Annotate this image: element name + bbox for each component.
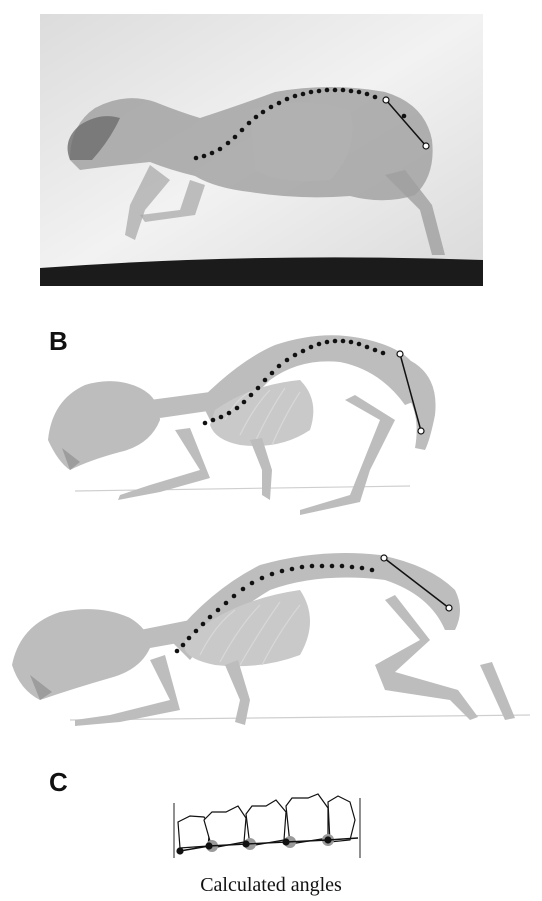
skull-upper xyxy=(48,381,160,470)
pelvis-marker-bottom-lower xyxy=(446,605,452,611)
pelvis-marker-top-lower xyxy=(381,555,387,561)
pelvis-marker-top-upper xyxy=(397,351,403,357)
vertebrae-diagram xyxy=(174,794,360,858)
pelvis-marker-bottom-upper xyxy=(418,428,424,434)
skeleton-upper xyxy=(48,335,436,515)
vertebra-5 xyxy=(328,796,355,842)
forelimb-upper-2 xyxy=(250,438,272,500)
skull-lower xyxy=(12,609,150,700)
skeleton-lower xyxy=(12,553,530,726)
xray-pelvis-marker-bottom xyxy=(423,143,429,149)
hindfoot-lower xyxy=(480,662,515,720)
panel-c-caption: Calculated angles xyxy=(0,874,542,897)
hindlimb-lower xyxy=(375,595,478,720)
forelimb-lower-2 xyxy=(225,660,250,725)
xray-pelvis-marker-top xyxy=(383,97,389,103)
xray-image xyxy=(40,14,483,286)
xray-thorax xyxy=(250,103,353,182)
hindlimb-upper xyxy=(300,395,395,515)
